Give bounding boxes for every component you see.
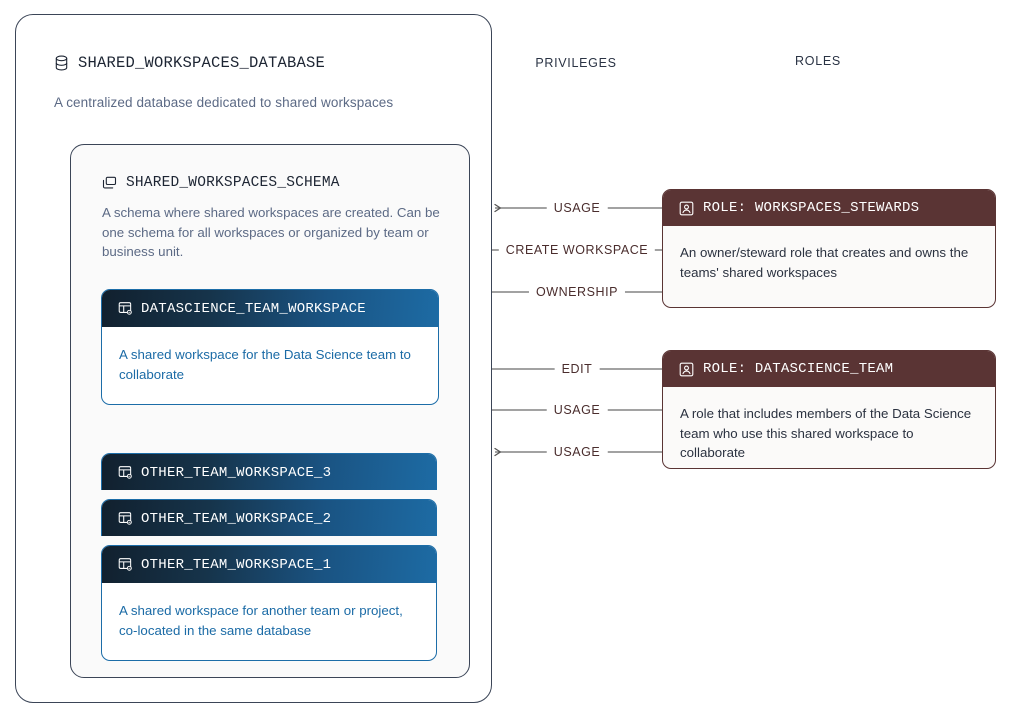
role-description: An owner/steward role that creates and o…: [680, 245, 969, 280]
schema-name: SHARED_WORKSPACES_SCHEMA: [126, 175, 340, 191]
workspace-name: OTHER_TEAM_WORKSPACE_1: [141, 556, 332, 573]
privilege-label-ownership: OWNERSHIP: [528, 285, 626, 299]
schema-layers-icon: [102, 176, 117, 191]
database-icon: [54, 55, 69, 71]
schema-title: SHARED_WORKSPACES_SCHEMA: [102, 175, 340, 191]
role-name: ROLE: WORKSPACES_STEWARDS: [703, 200, 920, 216]
database-container[interactable]: SHARED_WORKSPACES_DATABASE A centralized…: [15, 14, 492, 703]
workspace-icon: [118, 511, 133, 526]
schema-container[interactable]: SHARED_WORKSPACES_SCHEMA A schema where …: [70, 144, 470, 678]
workspace-icon: [118, 465, 133, 480]
schema-description: A schema where shared workspaces are cre…: [102, 205, 440, 259]
privilege-label-usage-1: USAGE: [546, 201, 608, 215]
workspace-name: OTHER_TEAM_WORKSPACE_2: [141, 510, 332, 527]
workspace-description: A shared workspace for another team or p…: [119, 603, 403, 638]
privilege-label-usage-2: USAGE: [546, 403, 608, 417]
role-card-header: ROLE: WORKSPACES_STEWARDS: [663, 190, 995, 226]
role-card-datascience-team[interactable]: ROLE: DATASCIENCE_TEAM A role that inclu…: [662, 350, 996, 469]
workspace-icon: [118, 301, 133, 316]
database-description: A centralized database dedicated to shar…: [54, 95, 394, 110]
role-card-workspaces-stewards[interactable]: ROLE: WORKSPACES_STEWARDS An owner/stewa…: [662, 189, 996, 308]
workspace-card-header: OTHER_TEAM_WORKSPACE_2: [102, 500, 436, 536]
workspace-name: OTHER_TEAM_WORKSPACE_3: [141, 464, 332, 481]
workspace-card-other-3[interactable]: OTHER_TEAM_WORKSPACE_3: [101, 453, 437, 490]
role-name: ROLE: DATASCIENCE_TEAM: [703, 361, 894, 377]
column-heading-privileges: PRIVILEGES: [535, 56, 617, 70]
role-user-icon: [679, 201, 694, 216]
privilege-label-usage-3: USAGE: [546, 445, 608, 459]
column-heading-roles: ROLES: [795, 54, 841, 68]
privilege-label-edit: EDIT: [554, 362, 600, 376]
workspace-description: A shared workspace for the Data Science …: [119, 347, 411, 382]
role-card-header: ROLE: DATASCIENCE_TEAM: [663, 351, 995, 387]
privilege-label-create-workspace: CREATE WORKSPACE: [498, 243, 656, 257]
role-user-icon: [679, 362, 694, 377]
workspace-card-other-1[interactable]: OTHER_TEAM_WORKSPACE_1 A shared workspac…: [101, 545, 437, 661]
workspace-name: DATASCIENCE_TEAM_WORKSPACE: [141, 300, 366, 317]
workspace-card-datascience[interactable]: DATASCIENCE_TEAM_WORKSPACE A shared work…: [101, 289, 439, 405]
database-name: SHARED_WORKSPACES_DATABASE: [78, 54, 326, 72]
workspace-card-header: DATASCIENCE_TEAM_WORKSPACE: [102, 290, 438, 327]
workspace-icon: [118, 557, 133, 572]
workspace-card-header: OTHER_TEAM_WORKSPACE_1: [102, 546, 436, 583]
workspace-card-header: OTHER_TEAM_WORKSPACE_3: [102, 454, 436, 490]
database-title: SHARED_WORKSPACES_DATABASE: [54, 54, 325, 72]
workspace-card-other-2[interactable]: OTHER_TEAM_WORKSPACE_2: [101, 499, 437, 536]
role-description: A role that includes members of the Data…: [680, 406, 972, 460]
